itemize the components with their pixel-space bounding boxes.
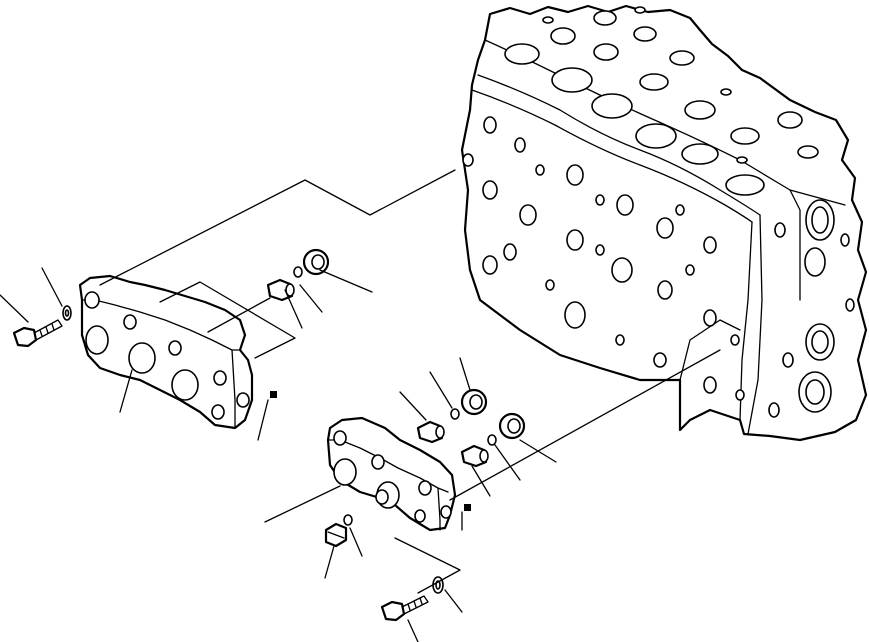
- o-ring: [450, 408, 460, 420]
- plug: [460, 444, 489, 468]
- o-ring: [293, 266, 303, 278]
- plug: [416, 420, 445, 444]
- valve-body: [460, 4, 868, 442]
- o-ring: [487, 434, 497, 446]
- nipple: [270, 391, 277, 398]
- spacer-ring: [460, 388, 488, 416]
- hex-bolt: [380, 595, 429, 622]
- lower-cover-block: [326, 416, 457, 532]
- washer: [62, 305, 72, 321]
- plug: [266, 278, 295, 302]
- plug: [324, 522, 348, 548]
- nipple: [464, 504, 471, 511]
- spacer-ring: [302, 248, 330, 276]
- hex-bolt: [12, 319, 63, 348]
- o-ring: [343, 514, 353, 526]
- leader-lines: [0, 169, 721, 642]
- spacer-ring: [498, 412, 526, 440]
